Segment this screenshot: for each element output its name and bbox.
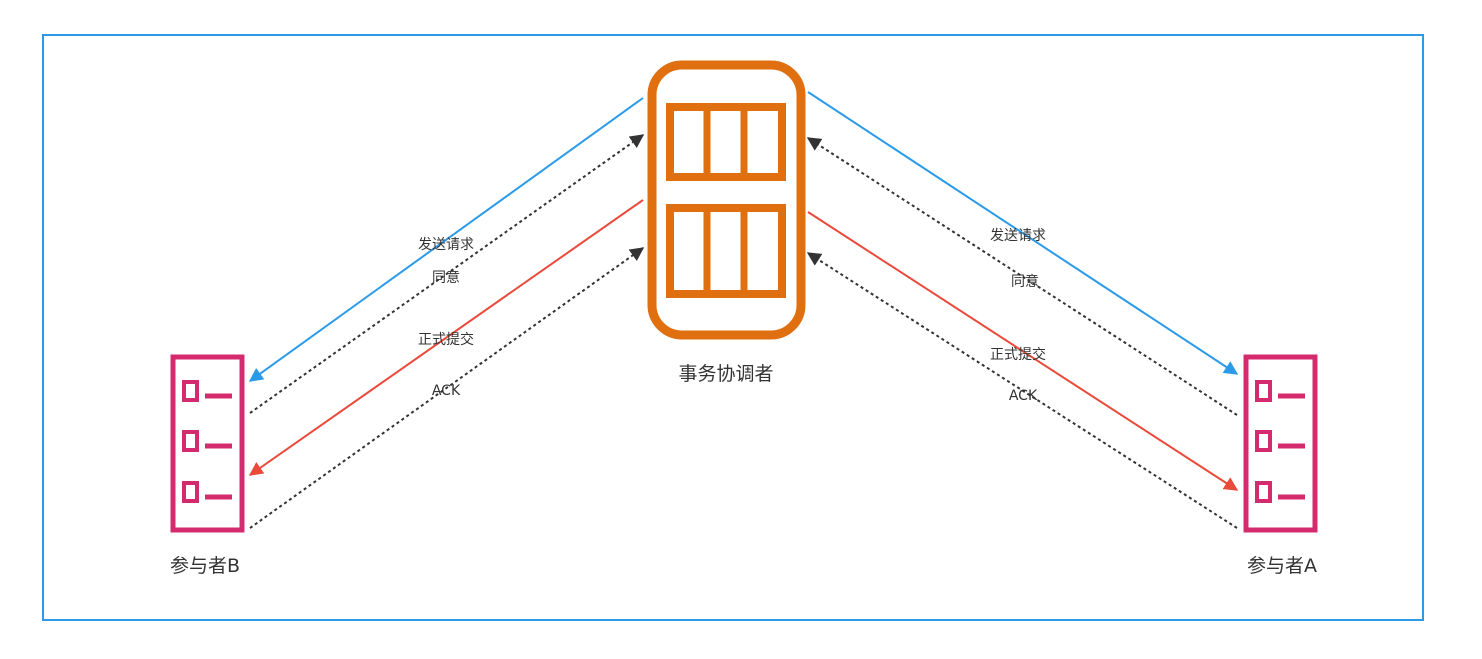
label-commit-right: 正式提交 [990, 346, 1046, 363]
edge-ack-from-b [249, 247, 645, 529]
participant-a-node[interactable]: 参与者A [1243, 354, 1318, 577]
edge-send-request-to-a [807, 91, 1239, 375]
edge-send-request-to-b [248, 97, 644, 382]
participant-a-label: 参与者A [1247, 555, 1317, 577]
checklist-icon [170, 354, 245, 533]
label-ack-left: ACK [432, 383, 461, 399]
edge-ack-from-a [806, 252, 1238, 529]
diagram-frame [42, 34, 1424, 621]
edge-agree-from-b [249, 134, 645, 414]
label-commit-left: 正式提交 [418, 331, 474, 348]
label-send-request-left: 发送请求 [418, 237, 474, 253]
edge-commit-to-a [807, 211, 1239, 491]
label-agree-right: 同意 [1011, 273, 1039, 290]
participant-b-node[interactable]: 参与者B [170, 354, 245, 577]
edge-agree-from-a [806, 137, 1238, 416]
coordinator-node[interactable]: 事务协调者 [647, 60, 806, 385]
label-send-request-right: 发送请求 [990, 228, 1046, 244]
checklist-icon [1243, 354, 1318, 533]
participant-b-label: 参与者B [170, 555, 240, 577]
edge-commit-to-b [248, 199, 644, 476]
coordinator-label: 事务协调者 [678, 363, 773, 385]
label-ack-right: ACK [1009, 388, 1038, 404]
server-icon [647, 60, 806, 340]
label-agree-left: 同意 [432, 269, 460, 286]
